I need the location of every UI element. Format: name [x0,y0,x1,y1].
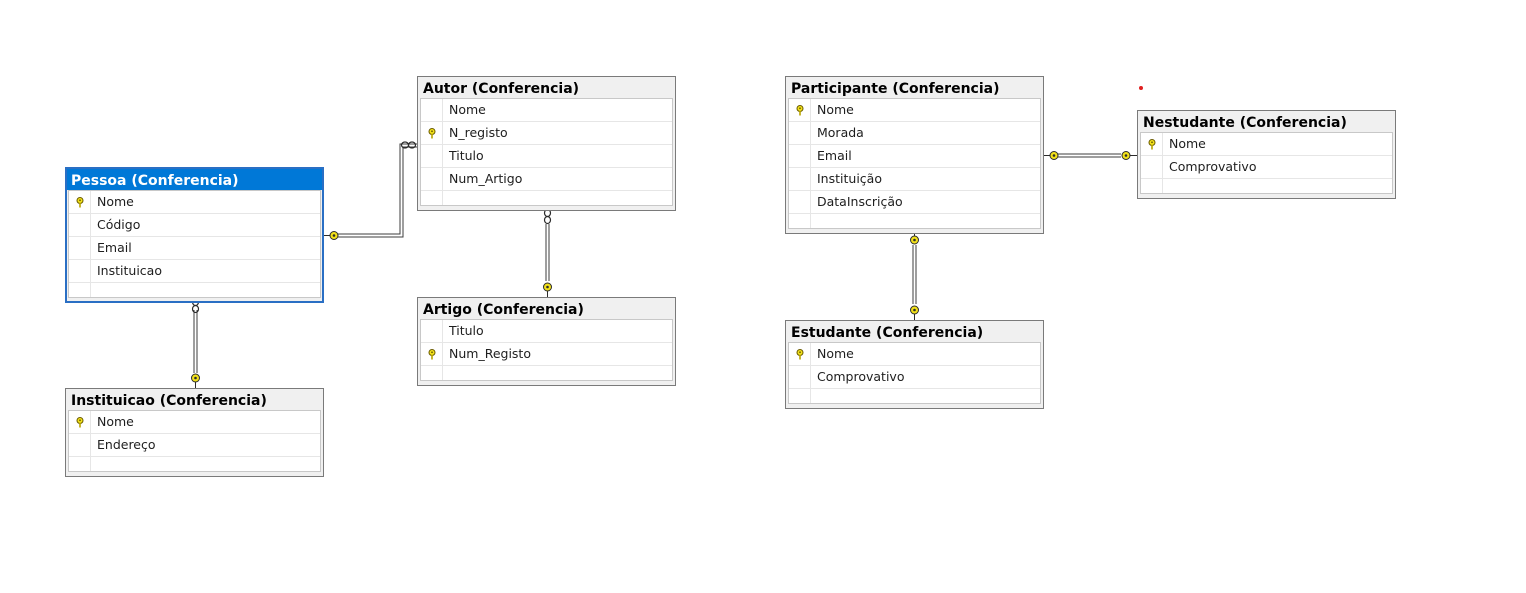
empty-row [69,283,320,297]
column-row[interactable]: Instituição [789,168,1040,191]
column-list: Nome Comprovativo [788,342,1041,404]
primary-key-icon [428,128,436,139]
column-name: Instituição [817,171,882,186]
primary-key-icon [76,197,84,208]
column-row[interactable]: Código [69,214,320,237]
table-autor[interactable]: Autor (Conferencia) Nome N_registo Titul… [417,76,676,211]
column-name: N_registo [449,125,508,140]
key-icon [191,373,200,388]
column-name: Instituicao [97,263,162,278]
relationship-participante-nestudante[interactable] [1058,153,1121,158]
column-name: Nome [817,346,854,361]
key-icon [1121,151,1137,160]
column-row[interactable]: Nome [789,99,1040,122]
column-name: Código [97,217,141,232]
primary-key-icon [428,349,436,360]
primary-key-icon [796,105,804,116]
column-row[interactable]: Instituicao [69,260,320,283]
column-row[interactable]: Nome [789,343,1040,366]
relationship-pessoa-instituicao[interactable] [193,310,198,373]
column-name: Email [817,148,852,163]
primary-key-icon [76,417,84,428]
column-row[interactable]: Nome [421,99,672,122]
empty-row [69,457,320,471]
primary-key-icon [796,349,804,360]
table-artigo[interactable]: Artigo (Conferencia) Titulo Num_Registo [417,297,676,386]
column-row[interactable]: Email [789,145,1040,168]
column-list: Nome N_registo Titulo Num_Artigo [420,98,673,206]
table-title[interactable]: Participante (Conferencia) [791,81,1000,97]
column-name: Nome [97,194,134,209]
column-row[interactable]: Comprovativo [1141,156,1392,179]
empty-row [421,366,672,380]
column-name: Comprovativo [817,369,905,384]
relationship-pessoa-autor[interactable] [336,143,417,238]
infinity-icon [400,141,417,149]
column-row[interactable]: Nome [69,191,320,214]
empty-row [421,191,672,205]
table-title[interactable]: Nestudante (Conferencia) [1143,115,1347,131]
table-title[interactable]: Artigo (Conferencia) [423,302,584,318]
column-row[interactable]: Num_Artigo [421,168,672,191]
column-row[interactable]: Morada [789,122,1040,145]
column-name: Email [97,240,132,255]
column-row[interactable]: Email [69,237,320,260]
key-icon [324,231,339,240]
column-list: Titulo Num_Registo [420,319,673,381]
column-name: Comprovativo [1169,159,1257,174]
column-name: Nome [449,102,486,117]
column-name: Nome [97,414,134,429]
column-list: Nome Comprovativo [1140,132,1393,194]
table-pessoa[interactable]: Pessoa (Conferencia) Nome Código Email I… [65,167,324,303]
column-name: Num_Artigo [449,171,523,186]
infinity-icon [543,208,552,225]
table-estudante[interactable]: Estudante (Conferencia) Nome Comprovativ… [785,320,1044,409]
column-name: Morada [817,125,864,140]
table-title[interactable]: Autor (Conferencia) [423,81,580,97]
column-row[interactable]: DataInscrição [789,191,1040,214]
column-row[interactable]: Nome [69,411,320,434]
table-title[interactable]: Pessoa (Conferencia) [67,169,322,190]
primary-key-icon [1148,139,1156,150]
empty-row [1141,179,1392,193]
column-row[interactable]: Comprovativo [789,366,1040,389]
relationship-autor-artigo[interactable] [545,224,550,281]
column-list: Nome Endereço [68,410,321,472]
column-row[interactable]: Endereço [69,434,320,457]
column-row[interactable]: N_registo [421,122,672,145]
key-icon [1044,151,1059,160]
column-row[interactable]: Titulo [421,320,672,343]
empty-row [789,214,1040,228]
column-name: Nome [1169,136,1206,151]
column-list: Nome Morada Email Instituição DataInscri… [788,98,1041,229]
table-title[interactable]: Instituicao (Conferencia) [71,393,267,409]
column-row[interactable]: Titulo [421,145,672,168]
table-nestudante[interactable]: Nestudante (Conferencia) Nome Comprovati… [1137,110,1396,199]
table-participante[interactable]: Participante (Conferencia) Nome Morada E… [785,76,1044,234]
column-name: Titulo [449,148,484,163]
table-instituicao[interactable]: Instituicao (Conferencia) Nome Endereço [65,388,324,477]
column-row[interactable]: Nome [1141,133,1392,156]
column-name: Endereço [97,437,156,452]
relationship-participante-estudante[interactable] [912,245,917,304]
empty-row [789,389,1040,403]
column-name: Nome [817,102,854,117]
table-title[interactable]: Estudante (Conferencia) [791,325,984,341]
column-name: Num_Registo [449,346,531,361]
cursor-marker [1139,86,1143,90]
column-name: DataInscrição [817,194,903,209]
column-row[interactable]: Num_Registo [421,343,672,366]
column-list: Nome Código Email Instituicao [68,190,321,298]
column-name: Titulo [449,323,484,338]
key-icon [543,282,552,297]
key-icon [910,305,919,320]
